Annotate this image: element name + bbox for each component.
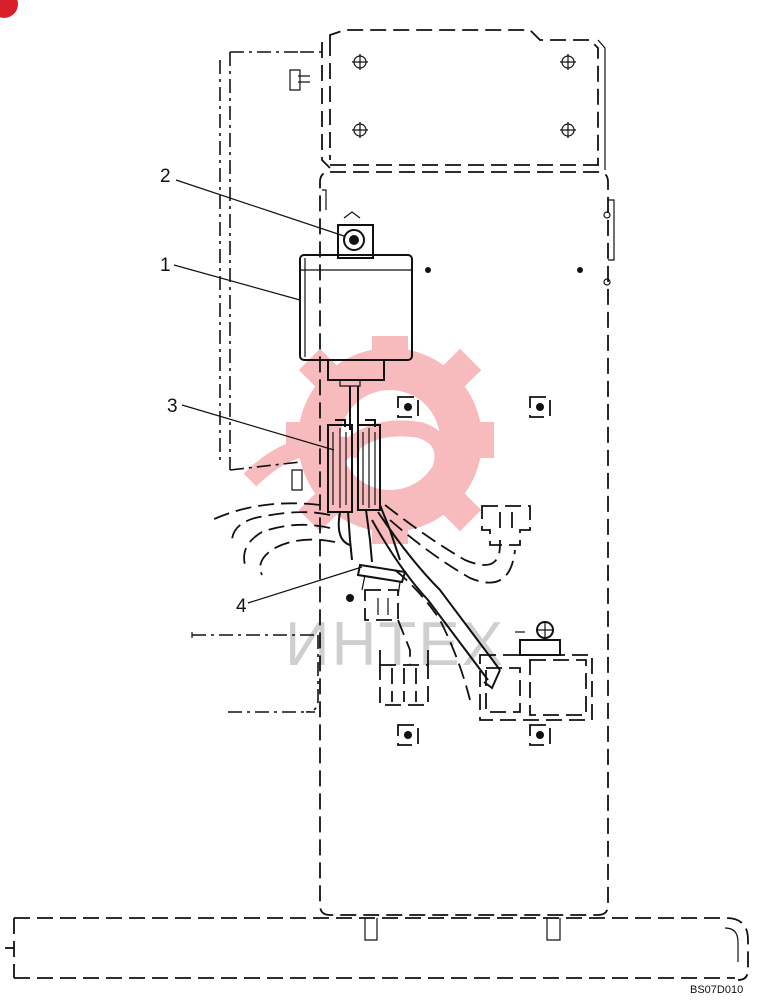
bottom-rail xyxy=(5,917,749,981)
leader-lines xyxy=(173,179,363,604)
left-frame xyxy=(219,51,322,491)
panel-screw xyxy=(425,267,583,273)
callout-2: 2 xyxy=(160,166,171,187)
wire-harness xyxy=(211,386,516,701)
right-connector xyxy=(481,505,531,546)
mount-pad xyxy=(346,396,551,746)
callout-1: 1 xyxy=(160,255,171,276)
upper-panel xyxy=(321,29,606,170)
corner-badge xyxy=(0,0,18,18)
mounting-bolt xyxy=(337,211,374,259)
harness-connector xyxy=(356,563,411,665)
lower-module xyxy=(479,621,593,721)
main-panel xyxy=(319,171,615,916)
drawing-code: BS07D010 xyxy=(690,984,743,996)
callout-4: 4 xyxy=(236,596,247,617)
callout-3: 3 xyxy=(167,396,178,417)
mount-hole-upper xyxy=(352,54,576,138)
connector-clip xyxy=(327,419,381,513)
relay-unit xyxy=(299,254,413,387)
lower-plug xyxy=(379,650,429,706)
watermark-text: ИНТЕХ xyxy=(285,610,505,679)
left-lower-frame xyxy=(191,632,319,713)
watermark-logo xyxy=(243,336,494,544)
